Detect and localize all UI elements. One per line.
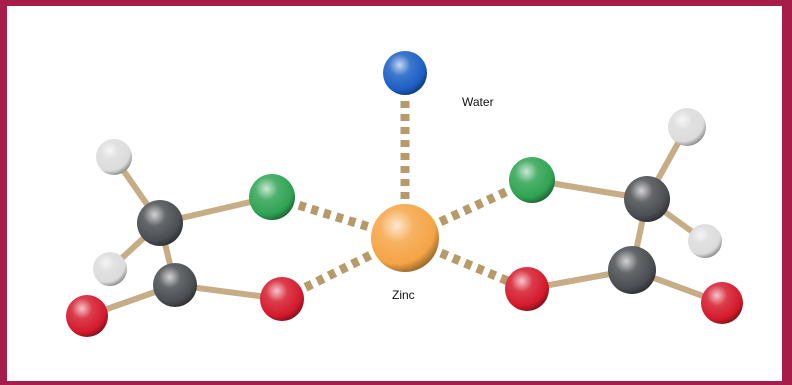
coordination-bond-n-right — [403, 175, 534, 243]
oxygen-atom-icon — [505, 267, 549, 311]
carbon-atom-icon — [137, 200, 183, 246]
carbon-atom-icon — [153, 263, 197, 307]
coordination-bond-o-right-inner — [403, 233, 529, 294]
hydrogen-atom-icon — [688, 224, 722, 258]
atom-layer — [66, 51, 743, 337]
carbon-atom-icon — [608, 246, 656, 294]
oxygen-atom-icon — [260, 277, 304, 321]
hydrogen-atom-icon — [668, 108, 706, 146]
water-label: Water — [462, 95, 494, 109]
oxygen-atom-icon — [701, 282, 743, 324]
zinc-label: Zinc — [392, 288, 415, 302]
carbon-atom-icon — [624, 176, 670, 222]
zinc-atom-icon — [371, 204, 439, 272]
figure-frame: Water Zinc — [7, 6, 782, 381]
hydrogen-atom-icon — [96, 139, 132, 175]
nitrogen-atom-icon — [249, 174, 295, 220]
nitrogen-atom-icon — [509, 157, 555, 203]
water-oxygen-atom-icon — [383, 51, 427, 95]
zinc-complex-diagram: Water Zinc — [66, 51, 743, 337]
coordination-bond-n-left — [270, 192, 407, 243]
oxygen-atom-icon — [66, 295, 108, 337]
coordination-bond-o-left-inner — [280, 233, 407, 304]
hydrogen-atom-icon — [93, 252, 127, 286]
